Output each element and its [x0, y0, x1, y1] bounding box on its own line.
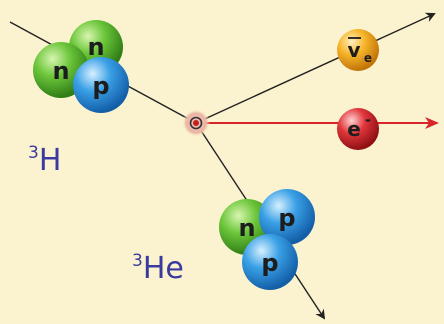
svg-text:p: p	[92, 72, 109, 100]
tritium-label: 3H	[28, 143, 61, 178]
svg-text:e: e	[347, 117, 361, 141]
svg-text:n: n	[52, 57, 69, 85]
antineutrino-ball: v e	[337, 29, 379, 71]
antineutrino-track	[195, 12, 436, 124]
svg-text:p: p	[261, 249, 278, 277]
proton-ball: p	[242, 234, 298, 290]
helium-nucleus: n p p	[219, 189, 315, 290]
svg-text:e: e	[364, 51, 372, 65]
proton-ball: p	[259, 189, 315, 245]
svg-text:n: n	[87, 33, 104, 61]
svg-text:n: n	[238, 214, 255, 242]
svg-text:p: p	[278, 204, 295, 232]
decay-vertex	[182, 109, 210, 137]
helium-label: 3He	[132, 251, 184, 286]
proton-ball: p	[73, 57, 129, 113]
electron-ball: e -	[337, 108, 379, 150]
tritium-nucleus: n n p	[33, 20, 129, 113]
svg-text:v: v	[347, 38, 360, 62]
svg-text:-: -	[365, 111, 371, 129]
